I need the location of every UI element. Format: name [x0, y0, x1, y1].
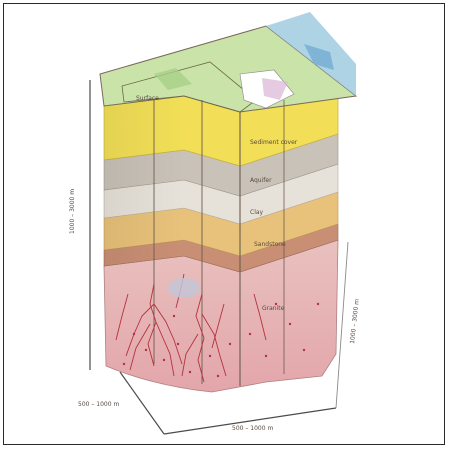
right-dimension-label: 1000 – 3000 m	[349, 298, 361, 344]
height-dimension-label: 1000 – 3000 m	[69, 189, 76, 234]
width-label-left: 500 – 1000 m	[78, 401, 119, 408]
width-label-right: 500 – 1000 m	[232, 425, 273, 432]
geologic-block-diagram: Sediment cover Aquifer Clay Sandstone Gr…	[4, 4, 444, 444]
label-sediment: Sediment cover	[250, 139, 298, 146]
left-face-shading	[104, 96, 184, 266]
label-aquifer: Aquifer	[250, 177, 272, 184]
reservoir-blob	[168, 278, 200, 298]
label-granite: Granite	[262, 305, 285, 312]
label-sandstone: Sandstone	[254, 241, 286, 248]
label-surface: Surface	[136, 95, 159, 102]
figure-frame: Sediment cover Aquifer Clay Sandstone Gr…	[3, 3, 445, 445]
label-clay: Clay	[250, 209, 264, 216]
